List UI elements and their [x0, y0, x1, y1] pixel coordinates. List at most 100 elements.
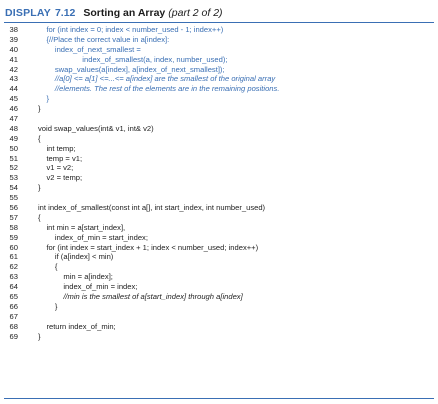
- line-number: 50: [9, 143, 18, 153]
- line-number: 67: [9, 311, 18, 321]
- code-text: //a[0] <= a[1] <=...<= a[index] are the …: [38, 74, 276, 84]
- display-label: DISPLAY: [5, 7, 51, 19]
- code-text: }: [38, 104, 41, 114]
- line-number: 60: [9, 242, 18, 252]
- code-line: 60 for (int index = start_index + 1; ind…: [0, 243, 438, 253]
- code-text: int index_of_smallest(const int a[], int…: [38, 203, 266, 213]
- line-number: 47: [9, 114, 18, 124]
- line-number: 66: [9, 301, 18, 311]
- code-line: 44 //elements. The rest of the elements …: [0, 84, 438, 94]
- code-text: swap_values(a[index], a[index_of_next_sm…: [38, 64, 225, 74]
- line-number: 41: [9, 54, 18, 64]
- line-number: 69: [9, 331, 18, 341]
- code-text: }: [38, 94, 49, 104]
- code-text: int temp;: [38, 143, 76, 153]
- line-number: 63: [9, 272, 18, 282]
- code-text: return index_of_min;: [38, 321, 116, 331]
- code-text: index_of_min = start_index;: [38, 232, 148, 242]
- code-line: 41 index_of_smallest(a, index, number_us…: [0, 55, 438, 65]
- code-block: 38 for (int index = 0; index < number_us…: [0, 25, 438, 342]
- line-number: 49: [9, 133, 18, 143]
- code-text: }: [38, 301, 58, 311]
- code-line: 47: [0, 114, 438, 124]
- line-number: 65: [9, 292, 18, 302]
- line-number: 64: [9, 282, 18, 292]
- display-part: (part 2 of 2): [168, 7, 223, 19]
- code-text: //min is the smallest of a[start_index] …: [38, 292, 243, 302]
- line-number: 62: [9, 262, 18, 272]
- code-text: {: [38, 133, 41, 143]
- code-line: 42 swap_values(a[index], a[index_of_next…: [0, 65, 438, 75]
- display-number: 7.12: [54, 7, 76, 19]
- code-line: 52 v1 = v2;: [0, 163, 438, 173]
- code-line: 54}: [0, 183, 438, 193]
- code-line: 58 int min = a[start_index],: [0, 223, 438, 233]
- line-number: 38: [9, 25, 18, 34]
- line-number: 46: [9, 104, 18, 114]
- code-text: temp = v1;: [38, 153, 83, 163]
- code-text: {: [38, 212, 41, 222]
- code-line: 66 }: [0, 302, 438, 312]
- code-line: 39 {//Place the correct value in a[index…: [0, 35, 438, 45]
- code-text: for (int index = 0; index < number_used …: [38, 25, 224, 34]
- line-number: 43: [9, 74, 18, 84]
- code-text: {//Place the correct value in a[index]:: [38, 34, 170, 44]
- code-text: v1 = v2;: [38, 163, 74, 173]
- line-number: 57: [9, 212, 18, 222]
- code-line: 57 {: [0, 213, 438, 223]
- code-line: 38 for (int index = 0; index < number_us…: [0, 25, 438, 35]
- code-text: for (int index = start_index + 1; index …: [38, 242, 259, 252]
- code-text: }: [38, 331, 41, 341]
- code-text: index_of_next_smallest =: [38, 44, 141, 54]
- code-text: min = a[index];: [38, 272, 113, 282]
- code-line: 59 index_of_min = start_index;: [0, 233, 438, 243]
- code-line: 68 return index_of_min;: [0, 322, 438, 332]
- code-text: }: [38, 183, 41, 193]
- line-number: 53: [9, 173, 18, 183]
- code-line: 56 int index_of_smallest(const int a[], i…: [0, 203, 438, 213]
- code-line: 64 index_of_min = index;: [0, 282, 438, 292]
- code-text: index_of_smallest(a, index, number_used)…: [38, 54, 228, 64]
- code-text: if (a[index] < min): [38, 252, 114, 262]
- line-number: 61: [9, 252, 18, 262]
- code-line: 69}: [0, 332, 438, 342]
- code-line: 53 v2 = temp;: [0, 173, 438, 183]
- code-line: 62 {: [0, 262, 438, 272]
- line-number: 44: [9, 84, 18, 94]
- code-line: 67: [0, 312, 438, 322]
- line-number: 55: [9, 193, 18, 203]
- code-text: {: [38, 262, 58, 272]
- code-line: 55: [0, 193, 438, 203]
- footer-divider: [4, 398, 434, 399]
- line-number: 54: [9, 183, 18, 193]
- display-title: Sorting an Array: [83, 7, 166, 19]
- code-line: 65 //min is the smallest of a[start_inde…: [0, 292, 438, 302]
- line-number: 39: [9, 34, 18, 44]
- line-number: 40: [9, 44, 18, 54]
- code-line: 51 temp = v1;: [0, 154, 438, 164]
- line-number: 51: [9, 153, 18, 163]
- code-line: 45 }: [0, 94, 438, 104]
- line-number: 59: [9, 232, 18, 242]
- code-line: 63 min = a[index];: [0, 272, 438, 282]
- line-number: 68: [9, 321, 18, 331]
- line-number: 58: [9, 222, 18, 232]
- code-line: 43 //a[0] <= a[1] <=...<= a[index] are t…: [0, 74, 438, 84]
- line-number: 48: [9, 123, 18, 133]
- line-number: 56: [9, 203, 18, 213]
- line-number: 52: [9, 163, 18, 173]
- code-line: 61 if (a[index] < min): [0, 252, 438, 262]
- line-number: 42: [9, 64, 18, 74]
- code-text: v2 = temp;: [38, 173, 83, 183]
- code-text: int min = a[start_index],: [38, 222, 126, 232]
- code-text: index_of_min = index;: [38, 282, 138, 292]
- code-line: 46}: [0, 104, 438, 114]
- header-divider: [4, 22, 434, 23]
- code-text: //elements. The rest of the elements are…: [38, 84, 280, 94]
- code-line: 40 index_of_next_smallest =: [0, 45, 438, 55]
- code-line: 50 int temp;: [0, 144, 438, 154]
- code-line: 49 {: [0, 134, 438, 144]
